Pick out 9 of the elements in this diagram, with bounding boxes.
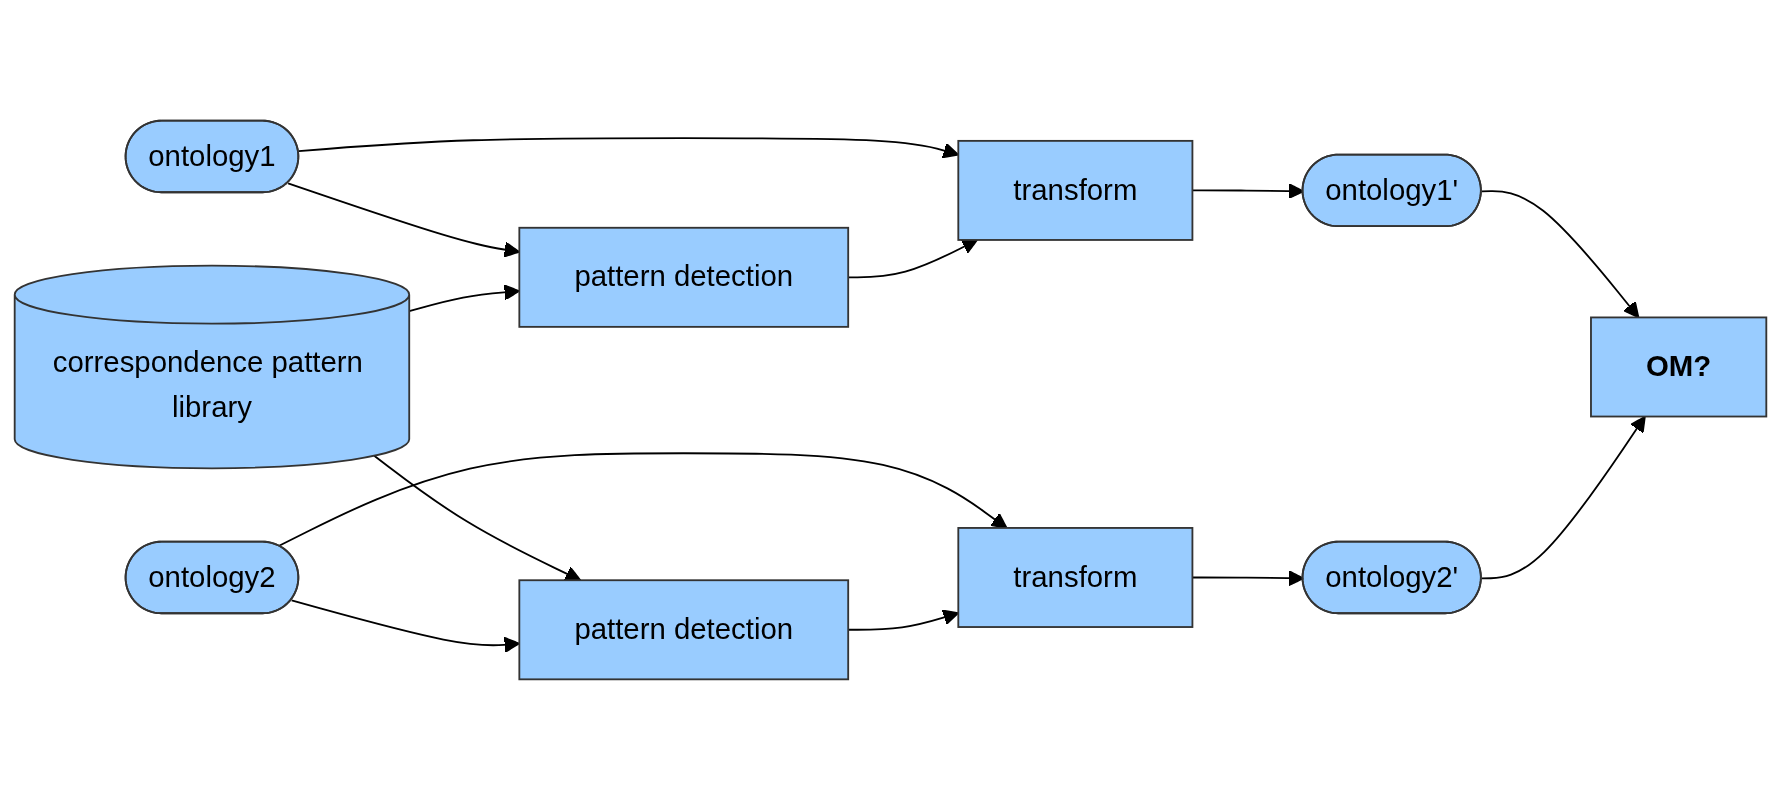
node-box: transform [957, 527, 1194, 629]
arrow [1480, 416, 1646, 580]
arrow [1480, 190, 1640, 319]
node-box: pattern detection [518, 579, 850, 681]
node-box: pattern detection [518, 227, 850, 329]
arrow [373, 455, 582, 582]
node-box: transform [957, 140, 1194, 242]
arrow [277, 452, 1008, 548]
node-box: OM? [1590, 317, 1768, 418]
